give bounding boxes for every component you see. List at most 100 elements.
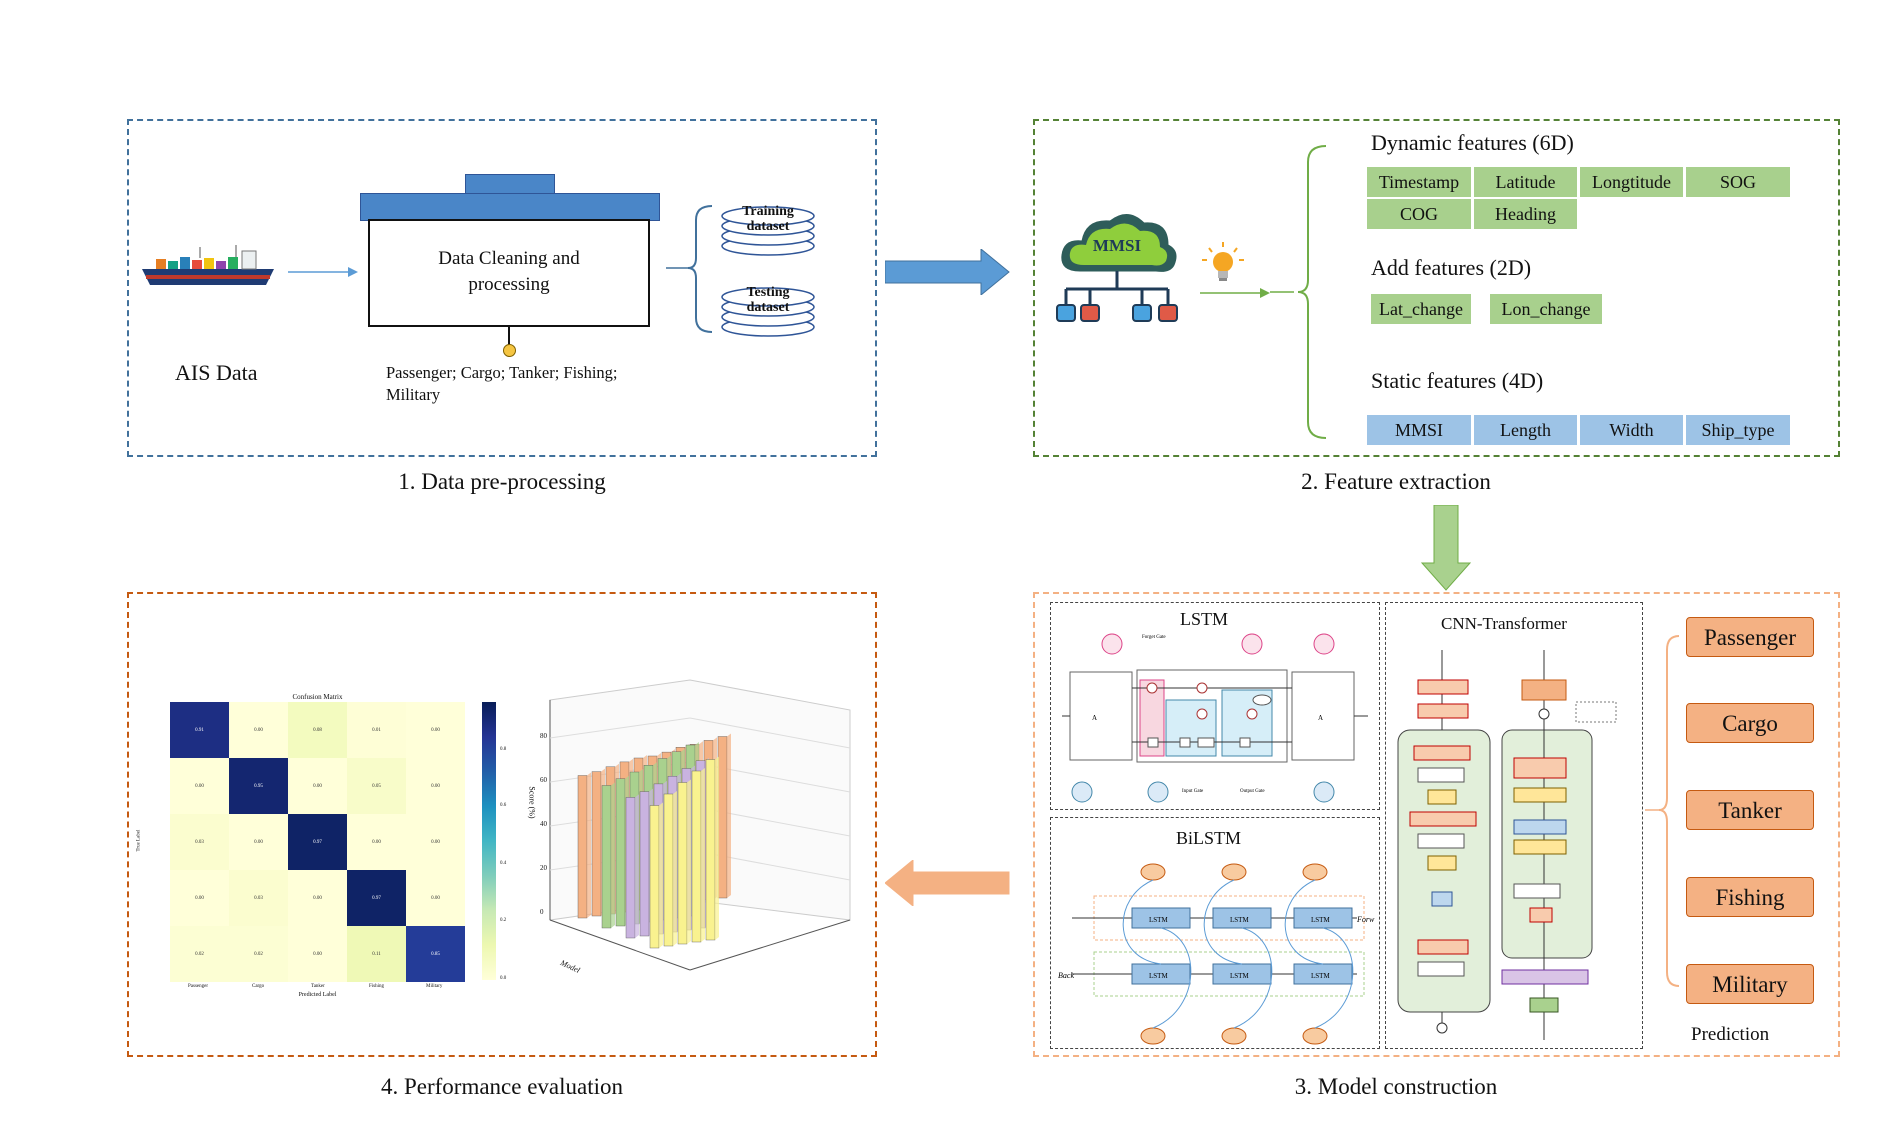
bar3d-bar (677, 782, 688, 945)
dataset-brace (666, 205, 713, 333)
bar3d-bar (615, 778, 626, 927)
svg-text:A: A (1092, 714, 1097, 722)
panel-data-preprocessing (127, 119, 877, 457)
arrow-to-features (1200, 288, 1270, 298)
cm-cell: 0.02 (229, 926, 288, 982)
process-box-top (360, 193, 660, 221)
cm-x-tick-0: Passenger (188, 984, 208, 989)
bar3d-bar (663, 793, 674, 947)
process-label: Data Cleaning and processing (368, 246, 650, 298)
bar3d-bar (577, 775, 588, 919)
bar3d-ztick-0: 80 (540, 732, 547, 740)
feature-mmsi: MMSI (1367, 415, 1471, 445)
process-label-line2: processing (468, 274, 550, 295)
confusion-matrix-ylabel: True Label (136, 829, 142, 852)
colorbar-tick-4: 0.0 (500, 976, 507, 981)
lightbulb-icon (1202, 242, 1244, 281)
lstm-title: LSTM (1180, 609, 1229, 629)
training-line2: dataset (746, 219, 790, 234)
cm-cell: 0.97 (347, 870, 406, 926)
bar3d-bar (705, 759, 716, 941)
ship-icon (142, 245, 274, 285)
process-box-stem (508, 327, 510, 345)
bar3d-bar-side (715, 756, 719, 940)
testing-dataset-label: Testing dataset (718, 285, 818, 315)
feature-timestamp: Timestamp (1367, 167, 1471, 197)
feature-lat-change: Lat_change (1371, 294, 1471, 324)
feature-sog: SOG (1686, 167, 1790, 197)
panel-performance-evaluation (127, 592, 877, 1057)
bar3d-bar-side (587, 772, 591, 918)
bar3d-bar (649, 805, 660, 949)
feature-lon-change: Lon_change (1490, 294, 1602, 324)
bar3d-bar-side (727, 733, 731, 898)
feature-latitude: Latitude (1474, 167, 1577, 197)
cm-cell: 0.08 (288, 702, 347, 758)
bar3d-bar (691, 770, 702, 943)
colorbar-tick-2: 0.4 (500, 861, 507, 866)
bar3d-bar (591, 771, 602, 917)
process-label-line1: Data Cleaning and (438, 248, 580, 269)
classes-text: Passenger; Cargo; Tanker; Fishing; Milit… (386, 362, 618, 406)
svg-text:LSTM: LSTM (1149, 972, 1168, 980)
cm-x-tick-2: Tanker (311, 984, 325, 989)
svg-text:Forw: Forw (1356, 915, 1375, 924)
svg-text:A: A (1318, 714, 1323, 722)
bar3d-zlabel: Score (%) (527, 786, 537, 819)
arrow-down-green (1421, 505, 1471, 591)
colorbar-tick-3: 0.2 (500, 918, 507, 923)
lstm-box (1050, 602, 1380, 810)
cm-cell: 0.00 (406, 870, 465, 926)
bar3d-chart (549, 679, 851, 971)
arrow-right-blue (885, 249, 1010, 295)
bar3d-bar-side (611, 782, 615, 928)
class-passenger: Passenger (1686, 617, 1814, 657)
bar3d-ztick-3: 20 (540, 864, 547, 872)
cm-cell: 0.00 (406, 702, 465, 758)
cm-x-tick-3: Fishing (369, 984, 385, 989)
cm-x-tick-1: Cargo (252, 984, 265, 989)
cm-x-tick-4: Military (426, 984, 443, 989)
confusion-matrix-colorbar (482, 702, 496, 980)
svg-text:Forget Gate: Forget Gate (1142, 635, 1166, 640)
feature-heading: Heading (1474, 199, 1577, 229)
process-box-knob (503, 344, 516, 357)
bilstm-box (1050, 817, 1380, 1049)
class-fishing: Fishing (1686, 877, 1814, 917)
features-brace (1270, 145, 1327, 439)
cnn-transformer-diagram (1397, 650, 1617, 1040)
cnn-transformer-box (1385, 602, 1643, 1049)
cm-cell: 0.00 (170, 758, 229, 814)
confusion-matrix-title: Confusion Matrix (292, 693, 343, 701)
caption-performance-evaluation: 4. Performance evaluation (380, 1074, 624, 1099)
bar3d-bar (639, 791, 650, 937)
process-box (368, 219, 650, 327)
prediction-label: Prediction (1691, 1024, 1770, 1045)
cm-cell: 0.05 (347, 758, 406, 814)
arrow-ais-to-process (288, 267, 358, 277)
cm-cell: 0.02 (170, 926, 229, 982)
cm-cell: 0.97 (288, 814, 347, 870)
cm-cell: 0.00 (229, 814, 288, 870)
cm-cell: 0.00 (406, 814, 465, 870)
svg-text:LSTM: LSTM (1230, 916, 1249, 924)
cm-cell: 0.00 (229, 702, 288, 758)
colorbar-tick-1: 0.6 (500, 803, 507, 808)
cm-cell: 0.00 (170, 870, 229, 926)
bar3d-bar-side (635, 794, 639, 938)
cm-cell: 0.03 (229, 870, 288, 926)
arrow-left-orange (885, 860, 1010, 906)
class-military: Military (1686, 964, 1814, 1004)
training-dataset-label: Training dataset (718, 204, 818, 234)
dynamic-features-title: Dynamic features (6D) (1371, 130, 1574, 155)
cm-cell: 0.03 (170, 814, 229, 870)
svg-text:LSTM: LSTM (1311, 972, 1330, 980)
panel-feature-extraction (1033, 119, 1840, 457)
testing-line1: Testing (746, 285, 790, 300)
feature-length: Length (1474, 415, 1577, 445)
confusion-matrix-xlabel: Predicted Label (298, 992, 337, 998)
classes-line2: Military (386, 385, 441, 404)
cm-cell: 0.00 (347, 814, 406, 870)
bar3d-bar (625, 797, 636, 939)
